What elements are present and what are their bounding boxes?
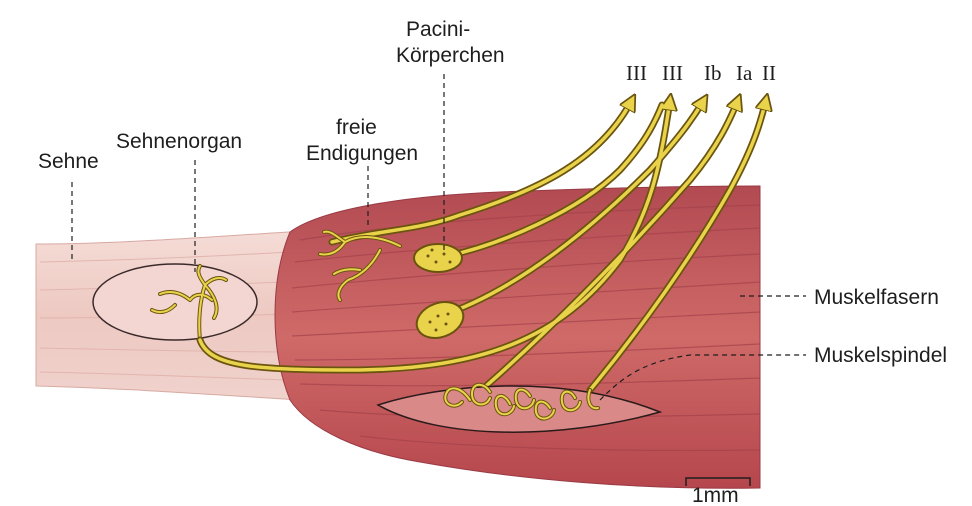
label-muskelspindel: Muskelspindel [814, 344, 947, 367]
fiber-label-1: III [626, 61, 647, 85]
label-sehnenorgan: Sehnenorgan [116, 130, 242, 153]
fiber-label-4: Ia [736, 61, 753, 85]
label-pacini-line1: Pacini- [406, 18, 470, 41]
label-sehne: Sehne [38, 150, 99, 173]
label-scale: 1mm [692, 484, 739, 506]
tendon-organ-capsule [93, 264, 257, 340]
label-freie-line2: Endigungen [306, 142, 418, 165]
fiber-label-2: III [662, 61, 683, 85]
label-freie-line1: freie [336, 116, 377, 139]
pacinian-corpuscle-upper [414, 244, 462, 272]
fiber-label-5: II [762, 61, 776, 85]
label-pacini-line2: Körperchen [396, 44, 505, 67]
fiber-label-3: Ib [704, 61, 722, 85]
label-muskelfasern: Muskelfasern [814, 286, 939, 309]
